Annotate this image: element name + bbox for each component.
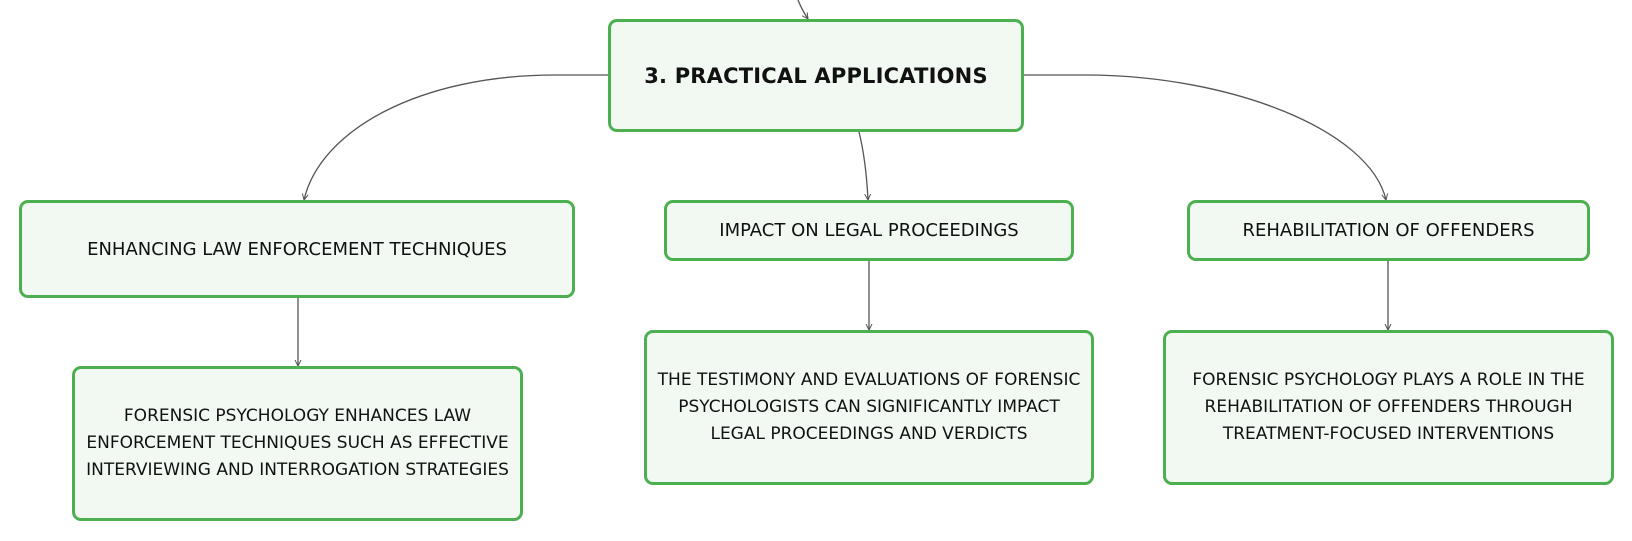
- branch-node-label: Enhancing Law Enforcement Techniques: [87, 238, 507, 260]
- connector-root-to-law-enforcement: [304, 74, 608, 200]
- branch-node-label: Impact on Legal Proceedings: [719, 220, 1019, 241]
- root-node-practical-applications[interactable]: 3. Practical Applications: [608, 19, 1024, 132]
- root-node-label: 3. Practical Applications: [644, 63, 988, 88]
- detail-node-text: Forensic psychology enhances law enforce…: [86, 406, 509, 480]
- branch-node-legal-proceedings[interactable]: Impact on Legal Proceedings: [664, 200, 1074, 261]
- detail-node-law-enforcement[interactable]: Forensic psychology enhances law enforce…: [72, 366, 523, 521]
- detail-node-text: The testimony and evaluations of forensi…: [657, 370, 1081, 444]
- detail-node-text: Forensic psychology plays a role in the …: [1192, 370, 1585, 444]
- connector-incoming-root: [797, 0, 808, 19]
- detail-node-legal-proceedings[interactable]: The testimony and evaluations of forensi…: [644, 330, 1094, 485]
- branch-node-label: Rehabilitation of Offenders: [1242, 220, 1535, 241]
- branch-node-rehabilitation[interactable]: Rehabilitation of Offenders: [1187, 200, 1590, 261]
- connector-root-to-rehabilitation: [1024, 74, 1386, 200]
- connector-root-to-legal-proceedings: [858, 131, 868, 200]
- branch-node-law-enforcement[interactable]: Enhancing Law Enforcement Techniques: [19, 200, 575, 298]
- detail-node-rehabilitation[interactable]: Forensic psychology plays a role in the …: [1163, 330, 1614, 485]
